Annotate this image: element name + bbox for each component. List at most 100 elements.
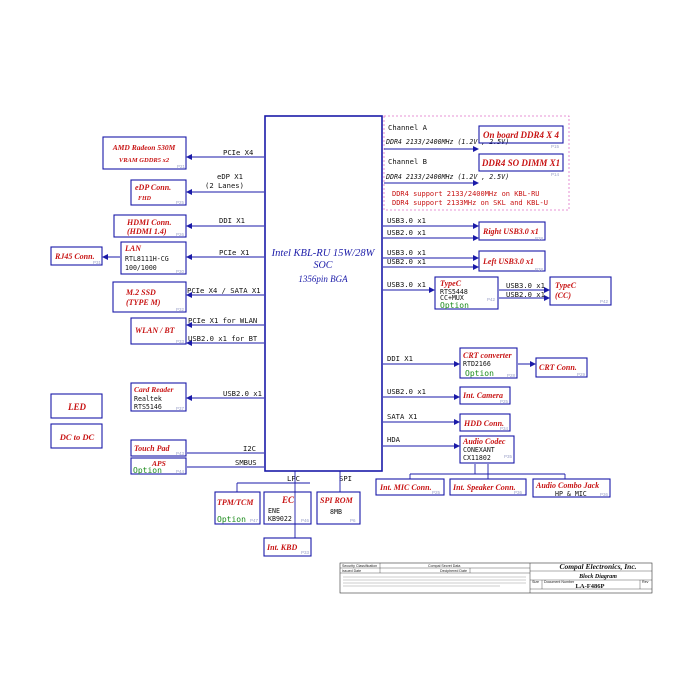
issued-date-label: Issued Date <box>342 569 361 573</box>
mic-page: P25 <box>432 490 441 495</box>
edp-bus: eDP X1 <box>217 172 243 181</box>
soc-title: Intel KBL-RU 15W/28W <box>271 248 376 259</box>
camera-page: P25 <box>500 399 509 404</box>
hdmi-sub: (HDMI 1.4) <box>127 227 167 236</box>
hda-bus: HDA <box>387 435 401 444</box>
lan-page: P30 <box>176 269 185 274</box>
card-reader-chip: Realtek <box>134 395 162 403</box>
audio-codec-block: HDA Audio Codec CONEXANT CX11802 P35 <box>383 435 566 479</box>
wlan-block: WLAN / BT P33 PCIe X1 for WLAN USB2.0 x1… <box>130 316 264 346</box>
camera-title: Int. Camera <box>462 391 503 400</box>
ddr4-onboard-title: On board DDR4 X 4 <box>483 130 560 140</box>
rev-label: Rev <box>642 580 649 584</box>
hdmi-block: HDMI Conn. (HDMI 1.4) P26 DDI X1 <box>113 214 264 238</box>
wlan-bus: PCIe X1 for WLAN <box>188 316 257 325</box>
ec-sub: KB9022 <box>268 515 292 523</box>
spi-rom-title: SPI ROM <box>320 496 354 505</box>
right-usb-page: P38 <box>535 236 544 241</box>
crt-bus: DDI X1 <box>387 354 413 363</box>
spi-rom-block: SPI ROM 8MB P6 <box>316 491 361 525</box>
touchpad-title: Touch Pad <box>134 444 170 453</box>
deciphered-date-label: Deciphered Date <box>440 569 467 573</box>
typec-ctrl-block: USB3.0 x1 TypeC RTS5448 CC+MUX Option P4… <box>383 276 550 310</box>
ssd-bus: PCIe X4 / SATA X1 <box>187 286 261 295</box>
left-usb-page: P38 <box>535 267 544 272</box>
spi-bus: SPI <box>339 471 352 492</box>
audio-codec-chip: CONEXANT <box>463 446 495 454</box>
typec-cc-block: TypeC (CC) P42 <box>549 276 612 306</box>
kbd-page: P33 <box>301 550 310 555</box>
typec-ctrl-chip: RTS5448 <box>440 288 468 296</box>
ddr4-note-1: DDR4 support 2133/2400MHz on KBL-RU <box>392 190 540 198</box>
crt-converter-option: Option <box>465 369 494 378</box>
combo-jack-sub: HP & MIC <box>555 490 587 498</box>
mic-title: Int. MIC Conn. <box>379 483 432 492</box>
lpc-bus: LPC <box>236 471 310 538</box>
lan-title: LAN <box>124 244 142 253</box>
tpm-page: P47 <box>250 518 259 523</box>
mic-block: Int. MIC Conn. P25 <box>375 478 445 496</box>
crt-converter-page: P28 <box>507 373 516 378</box>
right-usb-bus2: USB2.0 x1 <box>387 228 426 237</box>
combo-jack-title: Audio Combo Jack <box>535 481 599 490</box>
model-number: LA-F486P <box>576 583 605 590</box>
touchpad-bus: I2C <box>243 444 256 453</box>
soc-subtitle: SOC <box>314 260 333 271</box>
edp-bus-lanes: (2 Lanes) <box>205 181 244 190</box>
rj45-title: RJ45 Conn. <box>54 252 95 261</box>
typec-ctrl-option: Option <box>440 301 469 310</box>
channel-b-speed: DDR4 2133/2400MHz (1.2V , 2.5V) <box>385 173 509 181</box>
card-reader-title: Card Reader <box>134 385 173 394</box>
channel-b-label: Channel B <box>388 157 427 166</box>
rj45-block: RJ45 Conn. P31 <box>50 246 103 266</box>
card-reader-bus: USB2.0 x1 <box>223 389 262 398</box>
ddr4-note-2: DDR4 support 2133MHz on SKL and KBL-U <box>392 199 548 207</box>
combo-jack-block: Audio Combo Jack HP & MIC P36 <box>532 478 611 498</box>
typec-cc-page: P42 <box>600 299 609 304</box>
gpu-sub: VRAM GDDR5 x2 <box>119 157 170 164</box>
hdd-bus: SATA X1 <box>387 412 417 421</box>
soc-package: 1356pin BGA <box>298 274 348 284</box>
camera-block: USB2.0 x1 Int. Camera P25 <box>383 386 511 405</box>
rj45-page: P31 <box>93 260 102 265</box>
edp-page: P25 <box>176 200 185 205</box>
card-reader-block: Card Reader Realtek RTS5146 P37 USB2.0 x… <box>130 382 264 412</box>
title-block: Security Classification Compal Secret Da… <box>339 562 653 594</box>
kbd-title: Int. KBD <box>266 543 297 552</box>
dcdc-title: DC to DC <box>59 432 95 442</box>
aps-block: APS Option P44 SMBUS <box>130 457 264 475</box>
left-usb-block: USB3.0 x1 USB2.0 x1 Left USB3.0 x1 P38 <box>383 248 546 272</box>
crt-connector-title: CRT Conn. <box>539 363 577 372</box>
typec-ctrl-title: TypeC <box>440 279 462 288</box>
led-block: LED <box>50 393 103 419</box>
soc-block: Intel KBL-RU 15W/28W SOC 1356pin BGA <box>264 115 383 472</box>
crt-converter-title: CRT converter <box>463 351 513 360</box>
touchpad-block: Touch Pad P43 I2C <box>130 439 264 457</box>
typec-ctrl-page: P42 <box>487 297 496 302</box>
tpm-title: TPM/TCM <box>217 498 254 507</box>
wlan-title: WLAN / BT <box>135 326 176 335</box>
company-name: Compal Electronics, Inc. <box>559 562 636 571</box>
speaker-title: Int. Speaker Conn. <box>452 483 516 492</box>
audio-codec-sub: CX11802 <box>463 454 491 462</box>
ssd-block: M.2 SSD (TYPE M) P32 PCIe X4 / SATA X1 <box>112 281 264 313</box>
hdd-block: SATA X1 HDD Conn. P34 <box>383 412 511 432</box>
wlan-page: P33 <box>176 339 185 344</box>
edp-sub: FHD <box>138 196 152 202</box>
speaker-block: Int. Speaker Conn. P36 <box>449 478 527 496</box>
security-value: Compal Secret Data <box>428 564 460 568</box>
touchpad-page: P43 <box>176 451 185 456</box>
typec-cc-bus2: USB2.0 x1 <box>506 290 545 299</box>
combo-jack-page: P36 <box>600 492 609 497</box>
tpm-option: Option <box>217 515 246 524</box>
card-reader-sub: RTS5146 <box>134 403 162 411</box>
aps-bus: SMBUS <box>235 458 257 467</box>
crt-connector-page: P29 <box>577 372 586 377</box>
edp-block: eDP Conn. FHD P25 eDP X1 (2 Lanes) <box>130 172 264 206</box>
hdd-title: HDD Conn. <box>463 419 504 428</box>
typec-ctrl-bus: USB3.0 x1 <box>387 280 426 289</box>
gpu-page: P21 <box>177 164 186 169</box>
spi-rom-page: P6 <box>350 518 356 523</box>
gpu-block: AMD Radeon 530M VRAM GDDR5 x2 P21 PCIe X… <box>102 136 264 170</box>
aps-option: Option <box>133 466 162 475</box>
